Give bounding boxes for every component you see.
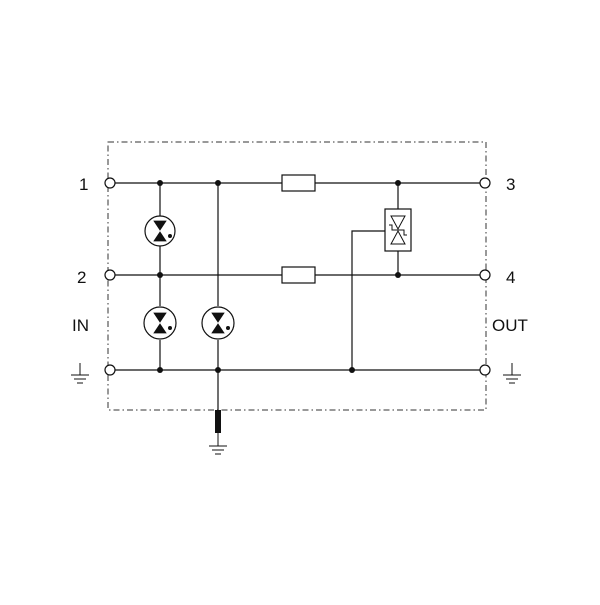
series-resistor-line-1 [281, 174, 316, 192]
earth-lead [215, 410, 221, 433]
series-resistor-line-2 [281, 266, 316, 284]
terminal-2-label: 2 [77, 268, 86, 287]
gas-discharge-tube-3 [201, 306, 235, 340]
terminal-4-label: 4 [506, 268, 515, 287]
junction-node [157, 367, 163, 373]
terminal-ground-out [479, 364, 491, 376]
junction-node [395, 272, 401, 278]
terminal-2 [104, 269, 116, 281]
gas-discharge-tube-1 [144, 215, 176, 247]
junction-node [157, 180, 163, 186]
ground-symbol-earth [209, 433, 227, 455]
ground-symbol-in [71, 363, 89, 384]
junction-node [157, 272, 163, 278]
ground-symbol-out [503, 363, 521, 384]
terminal-ground-in [104, 364, 116, 376]
terminal-3-label: 3 [506, 175, 515, 194]
bidirectional-tvs-diode [384, 208, 412, 252]
tvs-ground-wire [351, 230, 385, 370]
terminal-3 [479, 177, 491, 189]
terminal-1 [104, 177, 116, 189]
output-side-label: OUT [492, 316, 528, 335]
junction-node [395, 180, 401, 186]
input-side-label: IN [72, 316, 89, 335]
junction-node [349, 367, 355, 373]
terminal-4 [479, 269, 491, 281]
gas-discharge-tube-2 [143, 306, 177, 340]
junction-node [215, 180, 221, 186]
terminal-1-label: 1 [79, 175, 88, 194]
